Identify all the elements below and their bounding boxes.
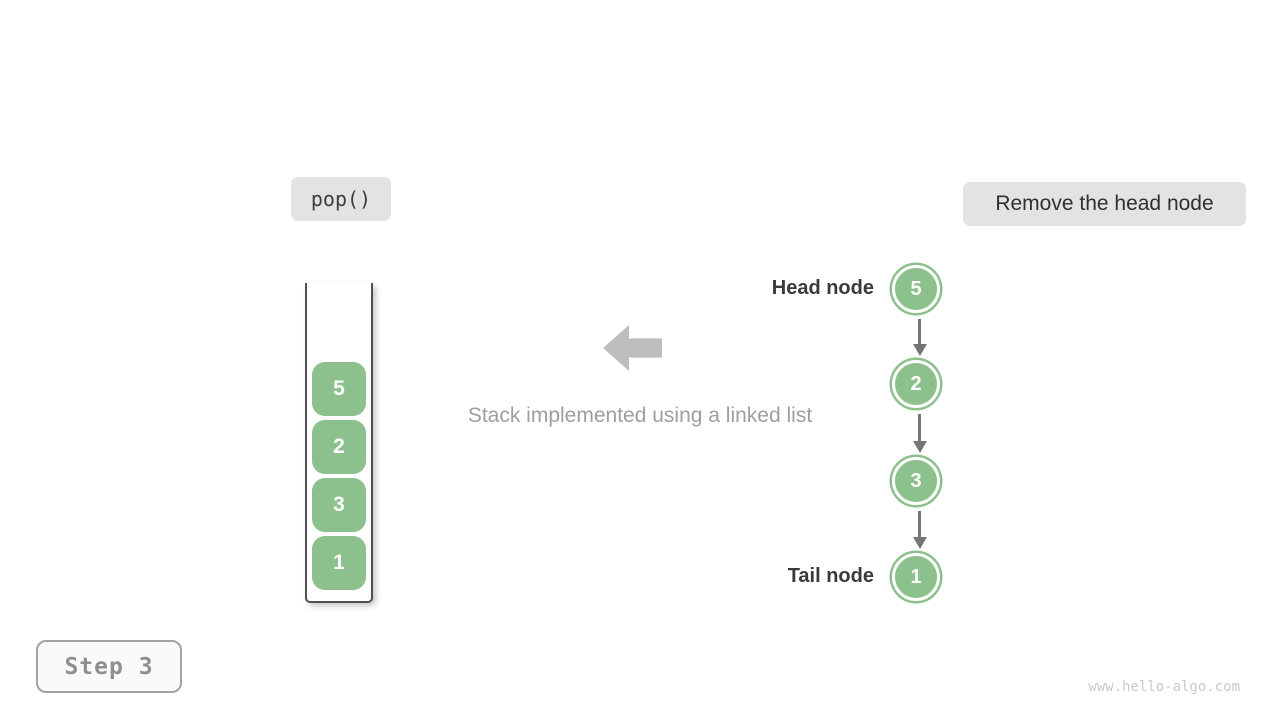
down-arrow-icon	[912, 511, 927, 549]
pop-operation-label: pop()	[291, 177, 391, 221]
pop-operation-text: pop()	[310, 187, 372, 211]
stack-cell: 1	[312, 536, 366, 590]
left-arrow-icon	[603, 325, 662, 371]
head-node-label: Head node	[771, 277, 874, 299]
linked-list-node: 2	[892, 360, 940, 408]
linked-list-node: 1	[892, 553, 940, 601]
action-label: Remove the head node	[963, 182, 1246, 226]
action-text: Remove the head node	[995, 192, 1214, 215]
down-arrow-icon	[912, 414, 927, 453]
stack-cell: 3	[312, 478, 366, 532]
step-text: Step 3	[64, 653, 154, 680]
linked-list-node: 3	[892, 457, 940, 505]
watermark-text: www.hello-algo.com	[1088, 679, 1240, 695]
stack-container: 5 2 3 1	[305, 283, 373, 603]
stack-cell: 2	[312, 420, 366, 474]
down-arrow-icon	[912, 319, 927, 356]
linked-list-node: 5	[892, 265, 940, 313]
stack-cell: 5	[312, 362, 366, 416]
caption-text: Stack implemented using a linked list	[467, 404, 813, 427]
tail-node-label: Tail node	[787, 565, 874, 587]
step-badge: Step 3	[36, 640, 182, 693]
